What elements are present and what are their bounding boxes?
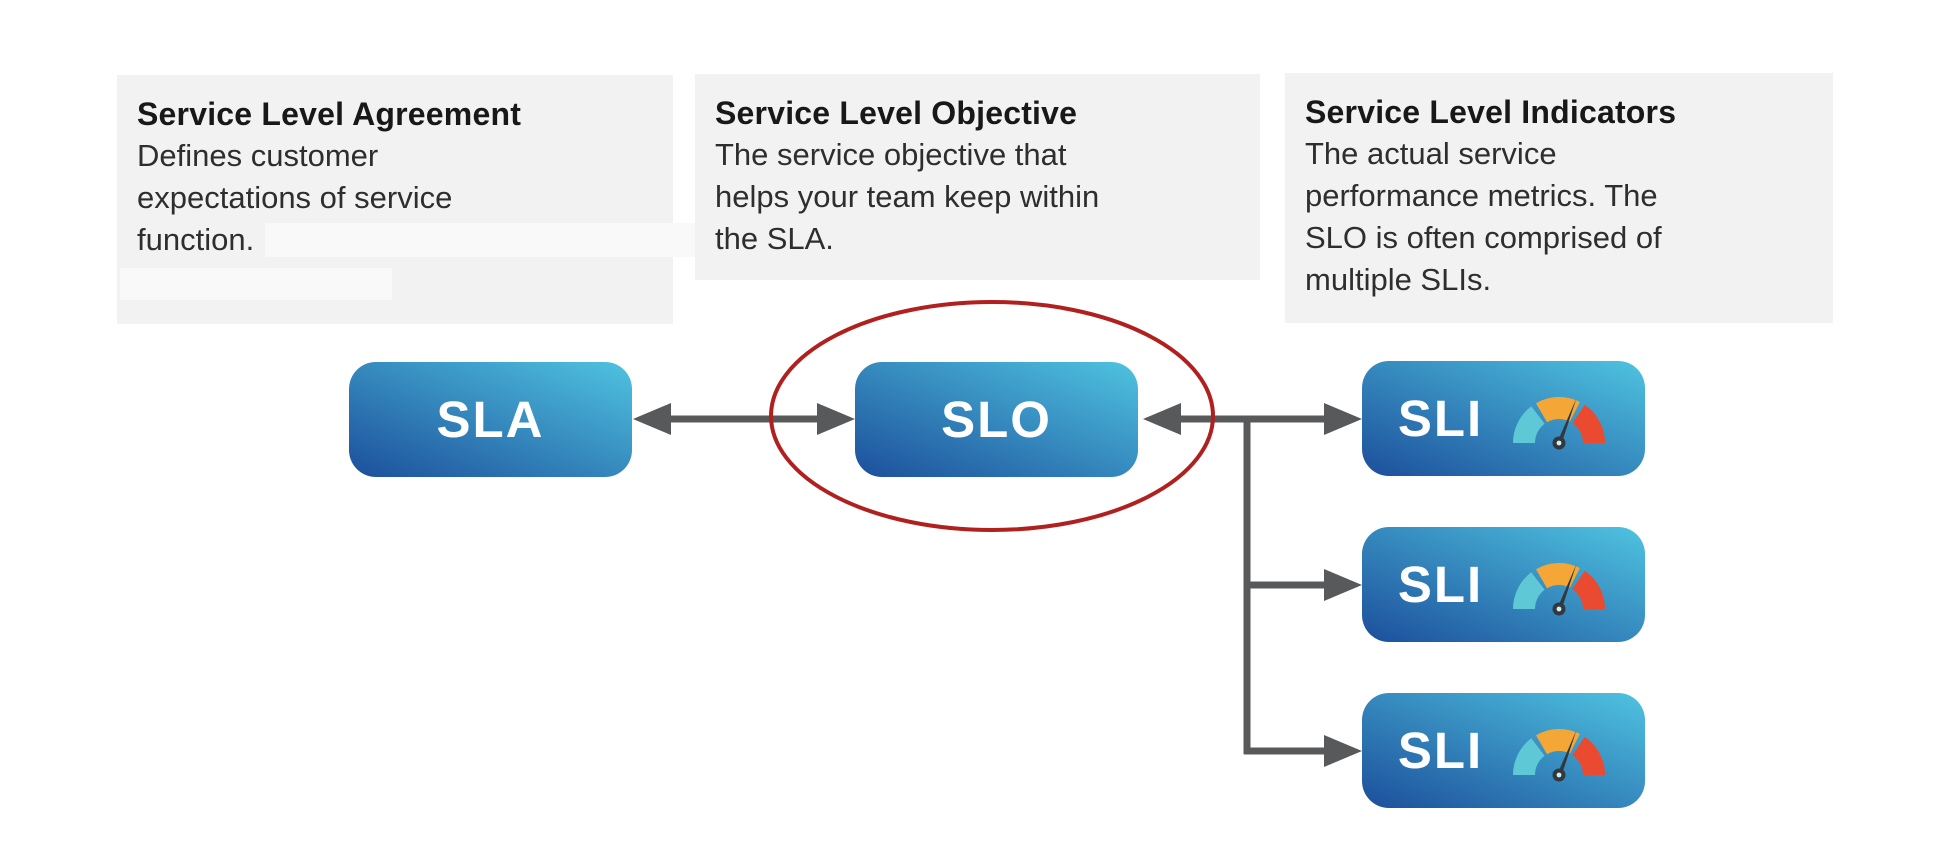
gauge-segment-low — [1513, 405, 1545, 443]
gauge-segment-high — [1572, 404, 1606, 443]
redacted-text-bar — [265, 223, 739, 257]
speedometer-gauge-icon — [1513, 396, 1606, 449]
card-title: Service Level Objective — [715, 95, 1078, 131]
gauge-segment-mid — [1536, 562, 1581, 588]
node-sli-3: SLI — [1362, 693, 1645, 808]
redacted-text-bar — [120, 268, 392, 300]
arrowhead-into-sli-1 — [1324, 403, 1362, 435]
arrowhead-into-sli-2 — [1324, 569, 1362, 601]
gauge-segment-high — [1572, 570, 1606, 609]
node-label: SLI — [1397, 556, 1484, 613]
node-slo: SLO — [855, 362, 1138, 477]
card-title: Service Level Agreement — [137, 96, 522, 132]
gauge-segment-high — [1572, 736, 1606, 775]
arrowhead-into-slo-right — [1143, 403, 1181, 435]
node-sli-2: SLI — [1362, 527, 1645, 642]
gauge-segment-low — [1513, 571, 1545, 609]
node-label: SLO — [941, 391, 1052, 448]
card-service-level-objective: Service Level Objective The service obje… — [695, 74, 1260, 280]
arrowhead-into-slo-left — [817, 403, 855, 435]
card-service-level-agreement: Service Level Agreement Defines customer… — [117, 75, 739, 324]
card-service-level-indicators: Service Level Indicators The actual serv… — [1285, 73, 1833, 323]
arrowhead-into-sla — [633, 403, 671, 435]
node-sli-1: SLI — [1362, 361, 1645, 476]
card-title: Service Level Indicators — [1305, 94, 1677, 130]
node-sla: SLA — [349, 362, 632, 477]
arrowhead-into-sli-3 — [1324, 735, 1362, 767]
node-label: SLI — [1397, 390, 1484, 447]
card-body: Defines customer expectations of service… — [137, 138, 453, 257]
gauge-segment-mid — [1536, 396, 1581, 422]
gauge-segment-low — [1513, 737, 1545, 775]
node-label: SLI — [1397, 722, 1484, 779]
card-body: The service objective that helps your te… — [715, 137, 1100, 256]
card-body: The actual service performance metrics. … — [1305, 136, 1662, 297]
node-label: SLA — [436, 391, 545, 448]
speedometer-gauge-icon — [1513, 728, 1606, 781]
speedometer-gauge-icon — [1513, 562, 1606, 615]
gauge-segment-mid — [1536, 728, 1581, 754]
